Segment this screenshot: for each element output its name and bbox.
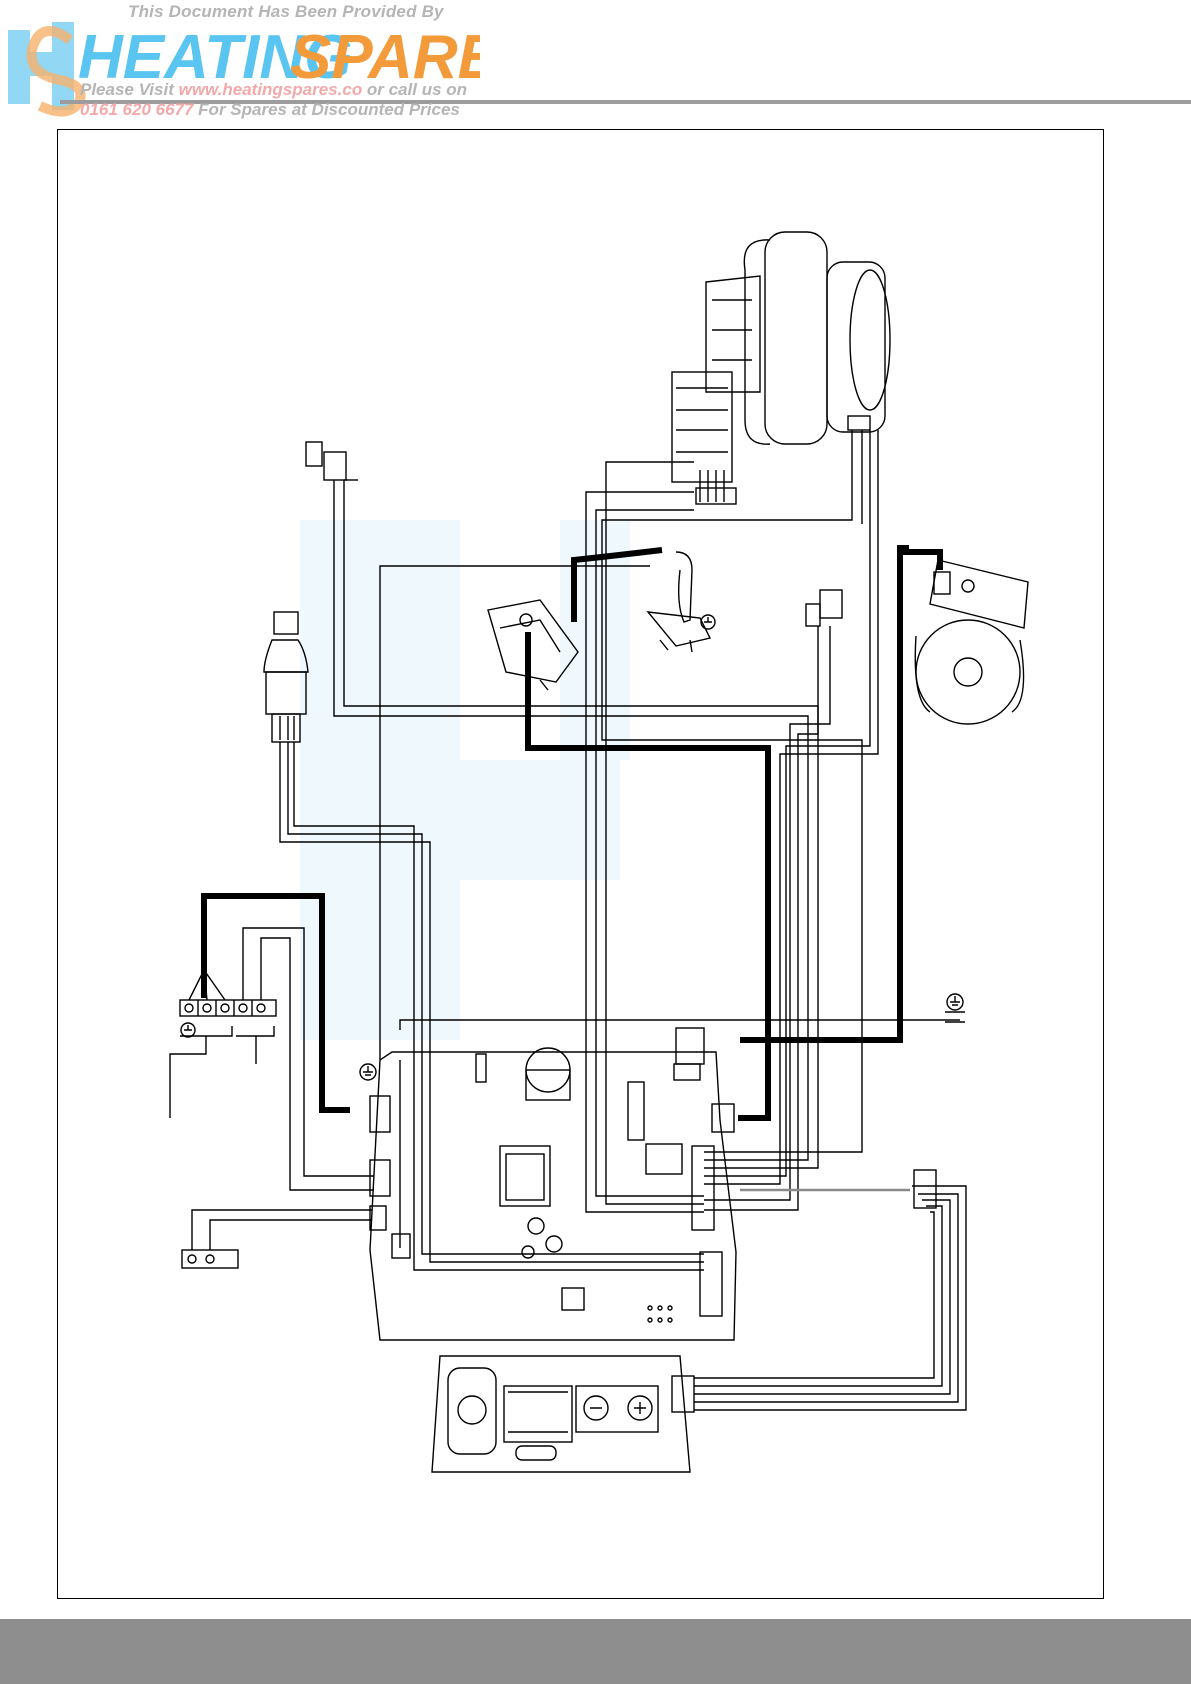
lower-terminal xyxy=(182,1210,372,1268)
main-pcb xyxy=(370,1028,736,1340)
watermark xyxy=(300,520,630,1040)
electrode xyxy=(648,552,710,652)
earth-symbol xyxy=(360,1064,376,1080)
connector-return-sensor xyxy=(806,590,842,626)
earth-symbol xyxy=(701,615,715,629)
pump xyxy=(915,560,1028,724)
connector-flow-sensor xyxy=(306,442,346,480)
footer-bar xyxy=(0,1619,1191,1684)
fan-assembly xyxy=(672,232,890,504)
wiring-diagram xyxy=(0,0,1191,1600)
display-board xyxy=(432,1356,694,1472)
earth-symbol xyxy=(945,994,965,1022)
earth-symbol xyxy=(181,1023,195,1037)
